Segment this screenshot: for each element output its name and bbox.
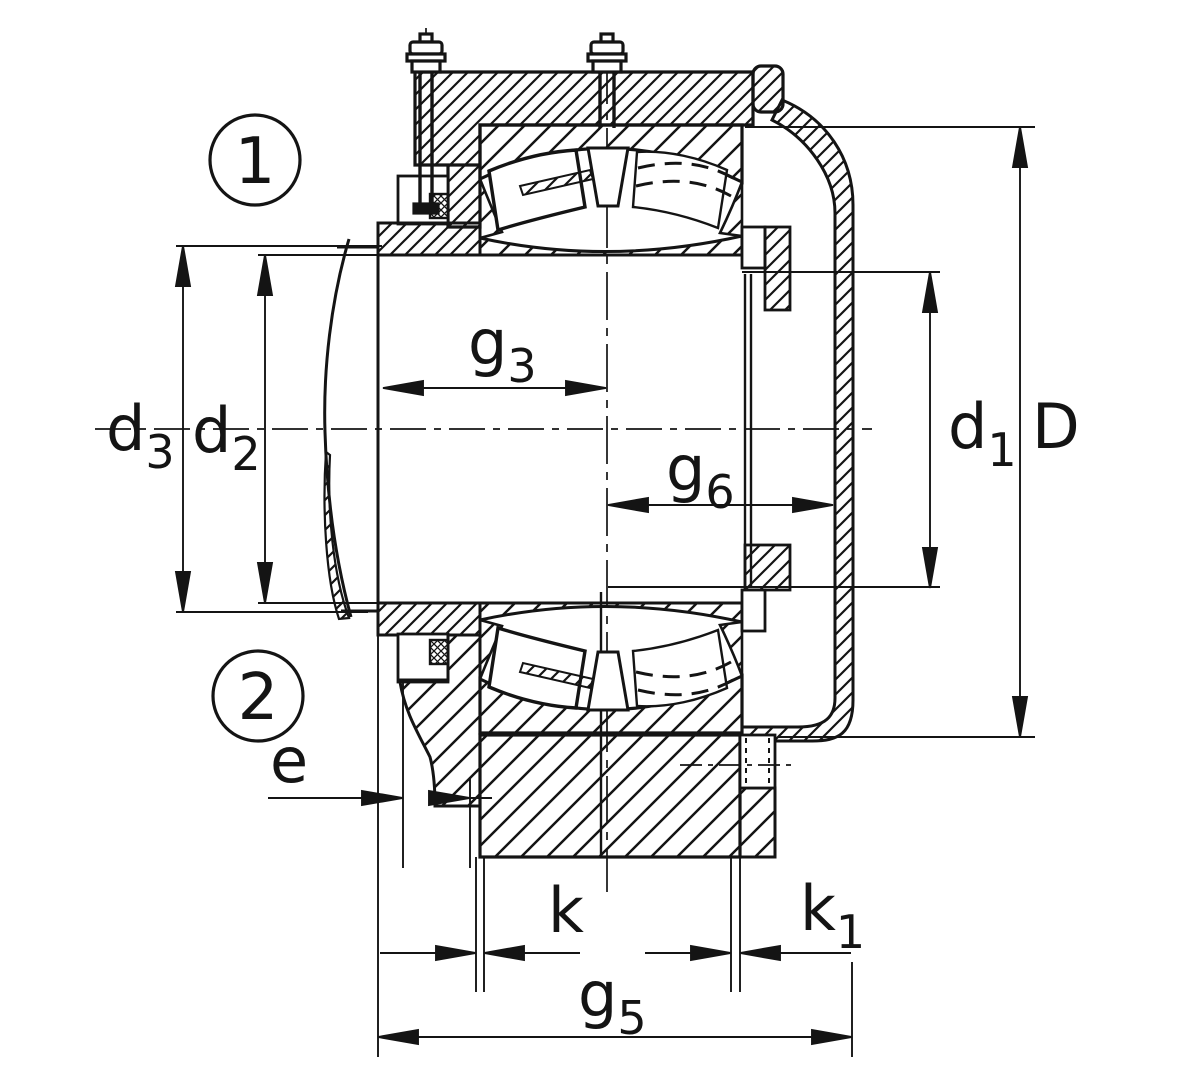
- roller-lower-right-dashed-2: [635, 660, 732, 679]
- bearing-lower-half: [376, 543, 795, 859]
- shaft-end-block: [478, 733, 742, 859]
- roller-lower-right-outline: [631, 628, 729, 708]
- inner-ring-lower: [478, 601, 744, 624]
- extension-lines: [176, 126, 1035, 1057]
- fastener-top-left: [405, 32, 447, 215]
- callout-1: 1: [208, 113, 302, 207]
- fastener-right-capnut: [589, 40, 625, 56]
- dim-k: k: [380, 874, 584, 962]
- dim-g5-label: g5: [578, 958, 647, 1045]
- callout-2-number: 2: [238, 661, 279, 735]
- locking-clip-lower: [428, 638, 450, 666]
- housing-lip: [751, 64, 785, 114]
- seal-carrier-lower-hatched: [743, 543, 792, 592]
- dim-d3-label: d3: [106, 392, 175, 479]
- shaft-break-line: [323, 238, 353, 618]
- dim-g6: g6: [607, 432, 834, 519]
- dim-k1: k1: [645, 872, 865, 962]
- dim-d2: d2: [192, 254, 274, 604]
- dim-k-label: k: [548, 874, 584, 947]
- shaft-break-sliver: [323, 449, 351, 621]
- dim-d3: d3: [106, 245, 192, 613]
- dim-g6-label: g6: [666, 432, 735, 519]
- roller-upper-right-dashed-2: [635, 179, 732, 198]
- fastener-left-flange: [410, 59, 442, 74]
- locknut-lower: [376, 601, 482, 637]
- fastener-left-capnut: [408, 40, 444, 56]
- seal-carrier-lower-white: [740, 588, 767, 633]
- roller-lower-right-dashed-1: [637, 678, 734, 697]
- dim-g3-label: g3: [468, 306, 537, 393]
- dimensions: d3 d2 d1 D g3: [106, 126, 1080, 1057]
- dim-d1-label: d1: [948, 390, 1017, 477]
- shaft-end-block-right: [738, 786, 777, 859]
- housing-right-wall: [740, 98, 855, 743]
- dim-g3: g3: [382, 306, 607, 397]
- top-fasteners: [405, 32, 628, 215]
- callout-1-number: 1: [235, 125, 276, 199]
- inner-ring-upper: [478, 234, 744, 257]
- locknut-upper: [376, 221, 482, 257]
- callouts: 1 2: [208, 113, 305, 743]
- threaded-hole-section: [680, 733, 795, 790]
- outer-ring-upper-right-shoulder: [718, 181, 744, 238]
- guide-rib-lower: [586, 650, 630, 712]
- dim-D: D: [1011, 126, 1080, 738]
- housing: [396, 64, 855, 743]
- bearing-upper-half: [376, 123, 792, 312]
- dim-k1-label: k1: [800, 872, 865, 959]
- cage-bar-lower: [518, 661, 595, 690]
- callout-1-circle: [208, 113, 302, 207]
- cage-bar-upper: [518, 168, 595, 197]
- fastener-top-right: [586, 32, 628, 128]
- roller-upper-right-dashed-1: [637, 161, 734, 180]
- dim-e: e: [268, 724, 492, 807]
- callout-2-circle: [211, 649, 305, 743]
- fastener-right-flange: [591, 59, 623, 74]
- guide-rib-upper: [586, 146, 630, 208]
- roller-upper-right-outline: [631, 150, 729, 230]
- withdrawal-spacer: [398, 633, 482, 808]
- callout-2: 2: [211, 649, 305, 743]
- dim-d2-label: d2: [192, 394, 261, 481]
- outer-ring-lower-right-shoulder: [718, 620, 744, 677]
- fastener-left-end-washer: [412, 202, 440, 215]
- dim-g5: g5: [377, 958, 853, 1046]
- seal-carrier-upper-hatched: [763, 225, 792, 312]
- seal-carrier-upper-white: [740, 225, 767, 270]
- dim-D-label: D: [1032, 390, 1080, 463]
- dim-d1: d1: [921, 271, 1017, 589]
